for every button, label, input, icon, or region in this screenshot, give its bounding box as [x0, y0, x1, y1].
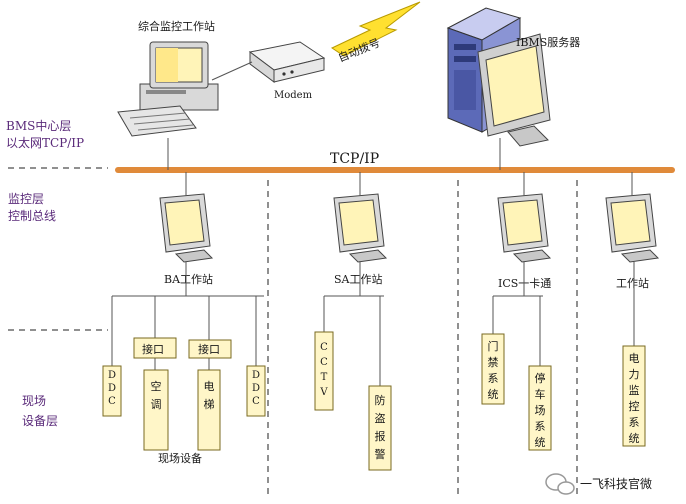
cctv-box	[314, 331, 334, 411]
modem-label: Modem	[274, 90, 313, 101]
interface2-label: 接口	[198, 343, 220, 356]
aircon-label: 空调	[151, 379, 162, 411]
wechat-icon	[545, 473, 575, 495]
layer-field-line2: 设备层	[22, 414, 58, 428]
layer-center-line1: BMS中心层	[6, 118, 71, 133]
modem-icon	[248, 41, 326, 83]
aircon-box	[143, 369, 169, 451]
ba-workstation-icon	[159, 193, 214, 263]
interface1-box	[133, 337, 177, 359]
layer-center-line2: 以太网TCP/IP	[6, 135, 84, 150]
ddc-right-box	[246, 365, 266, 417]
modem-cable	[211, 61, 253, 81]
layer-monitor-line2: 控制总线	[8, 209, 56, 223]
interface2-box	[188, 339, 232, 359]
ics-workstation-icon	[497, 193, 552, 263]
lightning-bolt-icon	[330, 1, 421, 57]
parking-label: 停车场系统	[535, 371, 546, 449]
power-label: 电力监控系统	[629, 352, 640, 445]
layer-label-monitor: 监控层 控制总线	[8, 192, 56, 223]
ddc-left-box	[102, 365, 122, 417]
parking-box	[528, 365, 552, 451]
ba-workstation-label: BA工作站	[164, 272, 213, 286]
access-label: 门禁系统	[488, 339, 499, 401]
sa-workstation-label: SA工作站	[334, 272, 382, 286]
sa-workstation-icon	[333, 193, 388, 263]
layer-field-line1: 现场	[22, 394, 46, 408]
elevator-box	[197, 369, 221, 451]
field-group-label: 现场设备	[158, 451, 202, 465]
interface1-label: 接口	[142, 343, 164, 356]
server-monitor-icon	[477, 33, 551, 147]
server-title: IBMS服务器	[516, 36, 580, 49]
bus-label: TCP/IP	[330, 151, 379, 167]
desktop-pc-icon	[117, 41, 219, 137]
alarm-box	[368, 385, 392, 471]
access-box	[481, 333, 505, 405]
alarm-label: 防盗报警	[375, 393, 386, 461]
layer-monitor-line1: 监控层	[8, 192, 44, 206]
layer-label-field: 现场 设备层	[22, 394, 58, 428]
power-box	[622, 345, 646, 447]
workstation-title: 综合监控工作站	[138, 19, 215, 33]
ics-workstation-label: ICS一卡通	[498, 277, 551, 290]
power-workstation-icon	[605, 193, 660, 263]
power-workstation-label: 工作站	[616, 276, 649, 290]
elevator-label: 电梯	[204, 380, 215, 411]
watermark-text: 一飞科技官微	[580, 476, 652, 491]
layer-label-center: BMS中心层 以太网TCP/IP	[6, 118, 84, 150]
